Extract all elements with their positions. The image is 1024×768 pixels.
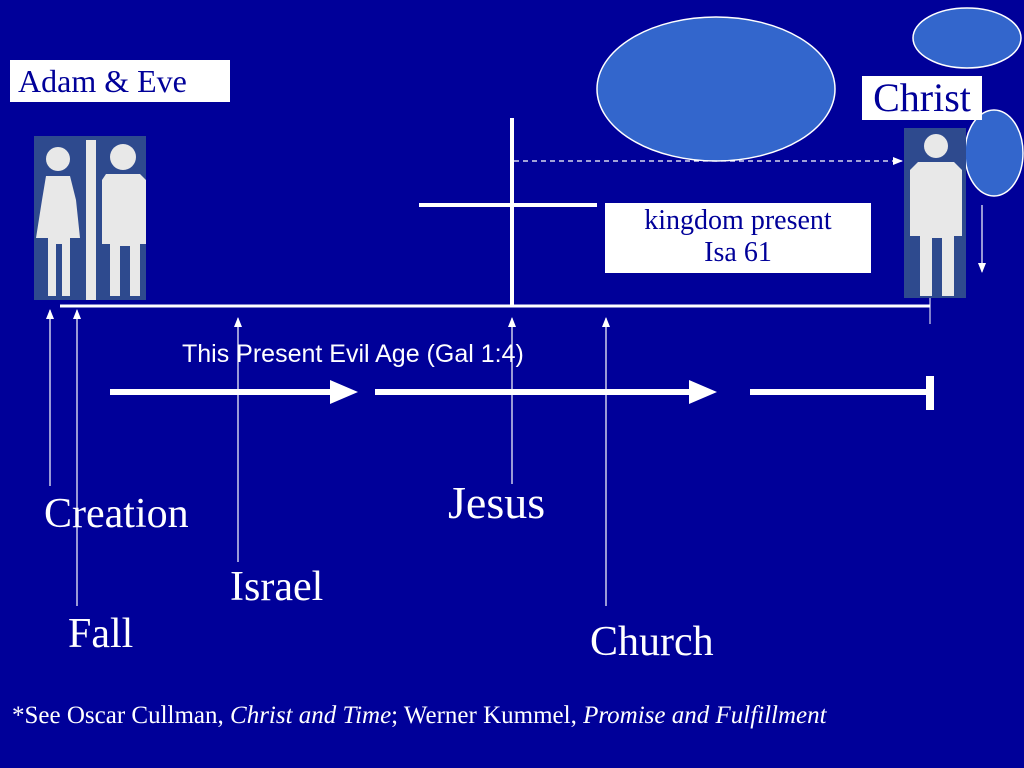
christ-figure-icon xyxy=(904,128,966,298)
small-ellipse-top xyxy=(912,7,1022,69)
kingdom-line-2: Isa 61 xyxy=(704,237,772,268)
small-ellipse-side xyxy=(964,109,1024,197)
footnote-title-1: Christ and Time xyxy=(230,702,392,729)
kingdom-line-1: kingdom present xyxy=(644,205,832,236)
present-age-label: This Present Evil Age (Gal 1:4) xyxy=(182,340,524,368)
kingdom-present-box: kingdom present Isa 61 xyxy=(605,203,871,273)
israel-label: Israel xyxy=(230,564,324,610)
footnote-title-2: Promise and Fulfillment xyxy=(583,702,827,729)
footnote-middle: ; Werner Kummel, xyxy=(391,702,584,729)
large-ellipse xyxy=(596,16,836,162)
creation-label: Creation xyxy=(44,491,189,537)
fall-label: Fall xyxy=(68,611,134,657)
adam-eve-label: Adam & Eve xyxy=(10,60,230,102)
footnote-prefix: *See Oscar Cullman, xyxy=(12,702,231,729)
christ-label: Christ xyxy=(862,76,982,120)
age-arrow-2-head xyxy=(689,380,717,404)
age-arrow-1-head xyxy=(330,380,358,404)
church-label: Church xyxy=(590,619,714,665)
jesus-label: Jesus xyxy=(448,477,546,528)
adam-eve-icon xyxy=(34,136,146,300)
footnote: *See Oscar Cullman, Christ and Time; Wer… xyxy=(12,702,827,730)
